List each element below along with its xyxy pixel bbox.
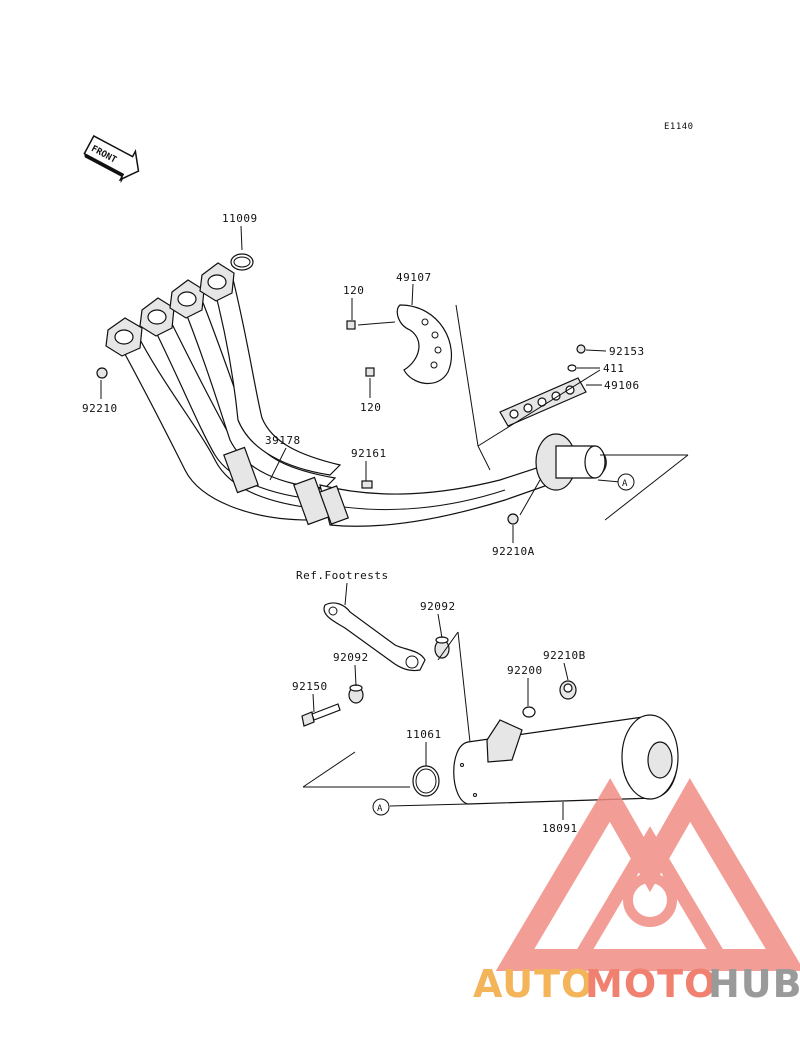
- svg-text:A: A: [377, 804, 383, 814]
- flange-3: [169, 279, 205, 319]
- part-label-92092-lower: 92092: [333, 651, 369, 664]
- part-label-92161: 92161: [351, 447, 387, 460]
- part-label-92210: 92210: [82, 402, 118, 415]
- part-label-11061: 11061: [406, 728, 442, 741]
- flange-4: [199, 262, 235, 302]
- front-arrow-icon: FRONT: [83, 134, 140, 184]
- diagram-code: E1140: [664, 122, 694, 132]
- part-label-120-lower: 120: [360, 401, 381, 414]
- part-label-11009: 11009: [222, 212, 258, 225]
- collar-92092-lower: [348, 684, 364, 704]
- nut-92210B: [559, 680, 577, 700]
- nut-92210: [96, 367, 108, 379]
- part-label-411: 411: [603, 362, 624, 375]
- automotohub-logo: [495, 778, 800, 971]
- gasket-11061: [412, 765, 440, 797]
- part-label-92092-upper: 92092: [420, 600, 456, 613]
- clip-92161: [361, 480, 373, 489]
- connector-a-upper: A: [617, 473, 635, 491]
- automotohub-wordmark: AUTO MOTO HUB: [473, 962, 800, 1006]
- part-label-49106: 49106: [604, 379, 640, 392]
- cover-plate: [499, 377, 587, 427]
- flange-1: [105, 317, 143, 357]
- bolt-92150: [301, 703, 341, 727]
- bolt-92153: [576, 344, 586, 354]
- leader-lines: [100, 225, 689, 820]
- washer-411: [567, 364, 577, 372]
- part-label-49107: 49107: [396, 271, 432, 284]
- part-label-92153: 92153: [609, 345, 645, 358]
- muffler: [453, 714, 679, 805]
- heat-shield: [396, 304, 453, 385]
- collar-92092-upper: [434, 636, 450, 659]
- part-label-92210A: 92210A: [492, 545, 535, 558]
- part-label-120-upper: 120: [343, 284, 364, 297]
- brand-auto: AUTO: [473, 962, 594, 1006]
- part-label-18091: 18091: [542, 822, 578, 835]
- flange-2: [139, 297, 175, 337]
- brand-moto: MOTO: [585, 962, 717, 1006]
- footrest-bracket: [323, 602, 426, 672]
- exhaust-header-pipes: [105, 262, 563, 527]
- svg-text:A: A: [622, 479, 628, 489]
- bolt-120-upper: [346, 320, 356, 330]
- part-label-92200: 92200: [507, 664, 543, 677]
- bolt-120-lower: [365, 367, 375, 377]
- reference-note: Ref.Footrests: [296, 569, 389, 582]
- nut-92210A: [507, 513, 519, 525]
- collector-end: [535, 433, 607, 491]
- connector-a-lower: A: [372, 798, 390, 816]
- part-label-39178: 39178: [265, 434, 301, 447]
- part-label-92150: 92150: [292, 680, 328, 693]
- washer-92200: [522, 706, 536, 718]
- brand-hub: HUB: [708, 962, 800, 1006]
- part-label-92210B: 92210B: [543, 649, 586, 662]
